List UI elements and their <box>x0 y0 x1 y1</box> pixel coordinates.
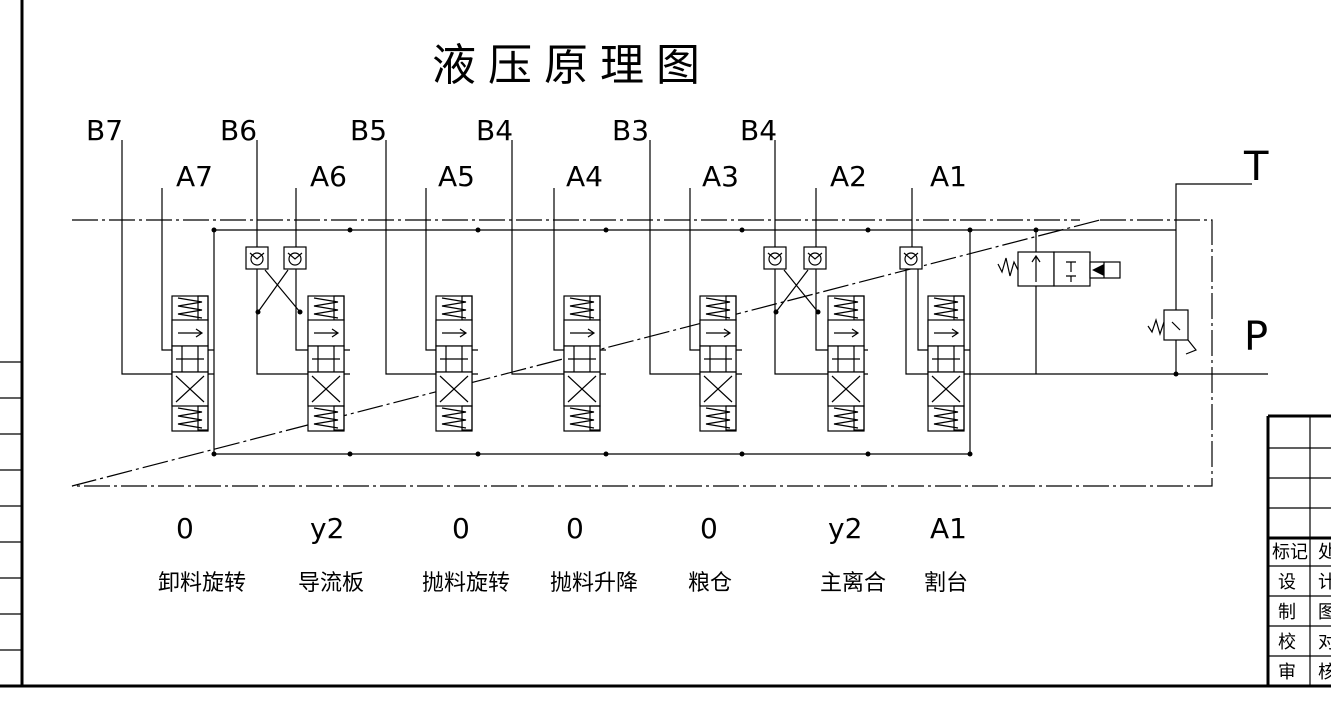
solenoid-valve <box>997 230 1121 374</box>
title-block: 标记 处 设 计 制 图 校 对 审 核 <box>1266 414 1331 686</box>
function-label: 卸料旋转 <box>158 571 246 596</box>
port-T: T <box>1243 144 1269 190</box>
signal-label: 0 <box>176 512 194 545</box>
function-label: 主离合 <box>820 571 886 596</box>
port-A7: A7 <box>176 160 213 193</box>
tb-mark-2: 处 <box>1318 542 1331 563</box>
port-B4-b: B4 <box>740 114 777 147</box>
tb-design: 设 <box>1278 572 1296 593</box>
port-A5: A5 <box>438 160 475 193</box>
signal-label: 0 <box>452 512 470 545</box>
function-label: 粮仓 <box>688 571 732 596</box>
port-B4-a: B4 <box>476 114 513 147</box>
tb-check: 校 <box>1278 632 1296 653</box>
section-2-main-clutch <box>763 140 868 432</box>
port-B6: B6 <box>220 114 257 147</box>
port-labels: B7 A7 B6 A6 B5 A5 B4 A4 B3 A3 B4 A2 A1 T… <box>86 114 1269 360</box>
port-A3: A3 <box>702 160 739 193</box>
section-1-header <box>899 188 1268 432</box>
signal-label: y2 <box>828 512 862 545</box>
port-A2: A2 <box>830 160 867 193</box>
diagram-title: 液压原理图 <box>432 40 712 91</box>
signal-label: 0 <box>566 512 584 545</box>
port-A1: A1 <box>930 160 967 193</box>
tb-draw: 制 <box>1278 602 1296 623</box>
section-7-unload-rotate <box>121 140 214 432</box>
section-5-throw-rotate <box>385 140 478 432</box>
signal-label: y2 <box>310 512 344 545</box>
function-label: 抛料旋转 <box>422 571 510 596</box>
function-label: 割台 <box>924 571 968 596</box>
tb-review-2: 核 <box>1318 662 1331 683</box>
section-4-throw-lift <box>511 140 606 432</box>
left-margin-ticks <box>0 361 22 651</box>
junction-dots <box>211 227 1039 457</box>
port-B3: B3 <box>612 114 649 147</box>
signal-label: 0 <box>700 512 718 545</box>
signal-label: A1 <box>930 512 967 545</box>
function-label: 抛料升降 <box>550 571 638 596</box>
port-A4: A4 <box>566 160 603 193</box>
port-P: P <box>1244 314 1268 360</box>
relief-valve <box>1147 183 1252 377</box>
section-3-grain-tank <box>649 140 742 432</box>
tb-design-2: 计 <box>1318 572 1331 593</box>
section-labels: 0 卸料旋转 y2 导流板 0 抛料旋转 0 抛料升降 0 粮仓 y2 主离合 … <box>158 512 968 596</box>
function-label: 导流板 <box>298 571 364 596</box>
tb-draw-2: 图 <box>1318 602 1331 623</box>
tb-review: 审 <box>1278 662 1296 683</box>
port-B5: B5 <box>350 114 387 147</box>
port-B7: B7 <box>86 114 123 147</box>
tb-mark: 标记 <box>1272 542 1308 563</box>
port-A6: A6 <box>310 160 347 193</box>
tb-check-2: 对 <box>1318 632 1331 653</box>
section-6-deflector <box>245 140 350 432</box>
